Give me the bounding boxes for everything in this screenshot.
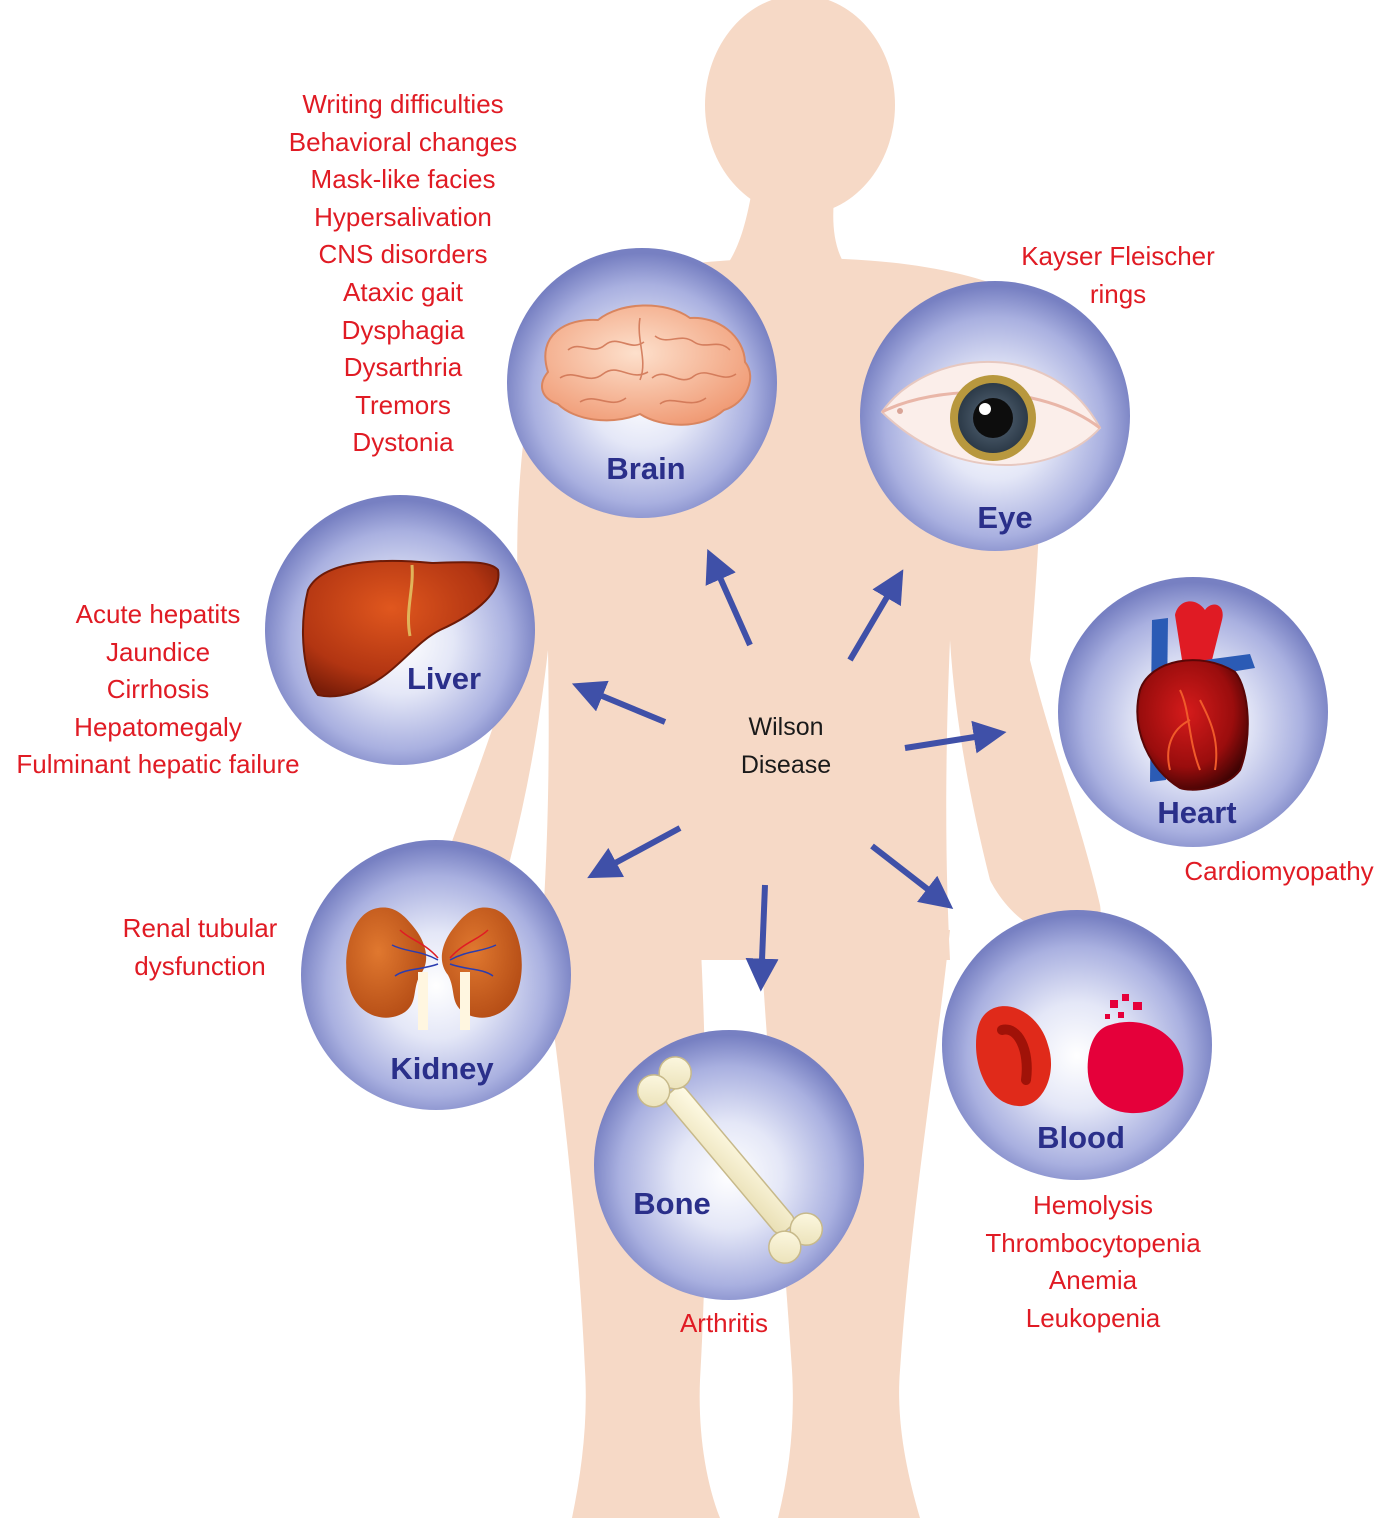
- blood-circle: [942, 910, 1212, 1180]
- symptom-item: Thrombocytopenia: [985, 1227, 1201, 1258]
- symptom-item: Hepatomegaly: [74, 711, 242, 742]
- arrow-to-liver: [571, 680, 667, 725]
- blood-cells-icon: [976, 994, 1184, 1114]
- blood-sphere: Blood: [942, 910, 1212, 1180]
- kidney-circle: [301, 840, 571, 1110]
- symptom-item: Renal tubular: [122, 913, 278, 943]
- center-label-wilson-disease: Wilson Disease: [686, 708, 886, 784]
- arrows: [571, 548, 1007, 992]
- symptom-item: Jaundice: [105, 636, 211, 667]
- brain-icon: [541, 304, 752, 426]
- symptom-item: Arthritis: [679, 1308, 769, 1338]
- symptoms-kidney: Renal tubular dysfunction: [100, 910, 300, 985]
- liver-sphere: Liver: [265, 495, 535, 765]
- symptom-item: Dysphagia: [341, 314, 465, 345]
- organ-label-heart: Heart: [1157, 795, 1236, 830]
- kidney-icon: [346, 907, 522, 1030]
- symptom-item: Cirrhosis: [106, 674, 210, 705]
- symptom-item: dysfunction: [134, 950, 266, 981]
- symptom-item: Dystonia: [352, 427, 454, 458]
- symptom-item: Leukopenia: [1025, 1302, 1161, 1333]
- symptoms-eye: Kayser Fleischer rings: [988, 238, 1248, 313]
- symptom-item: Writing difficulties: [302, 89, 504, 119]
- symptom-item: Ataxic gait: [343, 276, 463, 307]
- bone-icon: [636, 1056, 824, 1264]
- arrow-to-eye: [847, 569, 904, 662]
- organ-label-liver: Liver: [407, 661, 481, 696]
- symptom-item: Dysarthria: [343, 352, 463, 383]
- symptom-item: Mask-like facies: [310, 164, 496, 195]
- symptoms-heart: Cardiomyopathy: [1168, 853, 1390, 891]
- bone-sphere: Bone: [594, 1030, 864, 1300]
- liver-icon: [302, 559, 500, 698]
- symptom-item: Hypersalivation: [314, 201, 492, 232]
- symptom-item: Kayser Fleischer: [1021, 241, 1215, 271]
- symptom-item: rings: [1089, 278, 1147, 309]
- organ-label-bone: Bone: [633, 1186, 711, 1221]
- arrow-to-heart: [904, 720, 1007, 754]
- center-label-line-1: Wilson: [748, 713, 824, 741]
- arrow-to-brain: [705, 548, 753, 647]
- symptom-item: Cardiomyopathy: [1184, 856, 1374, 886]
- center-label-line-2: Disease: [740, 751, 832, 779]
- eye-icon: [880, 360, 1102, 466]
- arrow-to-kidney: [587, 825, 682, 879]
- heart-icon: [1136, 601, 1255, 791]
- symptom-item: Anemia: [1048, 1265, 1138, 1296]
- symptom-item: CNS disorders: [318, 239, 488, 270]
- kidney-sphere: Kidney: [301, 840, 571, 1110]
- heart-sphere: Heart: [1058, 577, 1328, 847]
- symptom-item: Acute hepatits: [75, 599, 241, 629]
- organ-label-eye: Eye: [977, 500, 1032, 535]
- organ-label-brain: Brain: [606, 451, 685, 486]
- arrow-to-blood: [870, 843, 954, 910]
- symptom-item: Tremors: [355, 389, 451, 420]
- organ-label-kidney: Kidney: [390, 1051, 494, 1086]
- organ-label-blood: Blood: [1037, 1120, 1125, 1155]
- symptom-item: Behavioral changes: [288, 126, 518, 157]
- symptom-item: Fulminant hepatic failure: [16, 749, 300, 780]
- brain-sphere: Brain: [507, 248, 777, 518]
- symptom-item: Hemolysis: [1033, 1190, 1153, 1220]
- eye-sphere: Eye: [860, 281, 1130, 551]
- arrow-to-bone: [745, 884, 779, 992]
- symptoms-bone: Arthritis: [654, 1305, 794, 1343]
